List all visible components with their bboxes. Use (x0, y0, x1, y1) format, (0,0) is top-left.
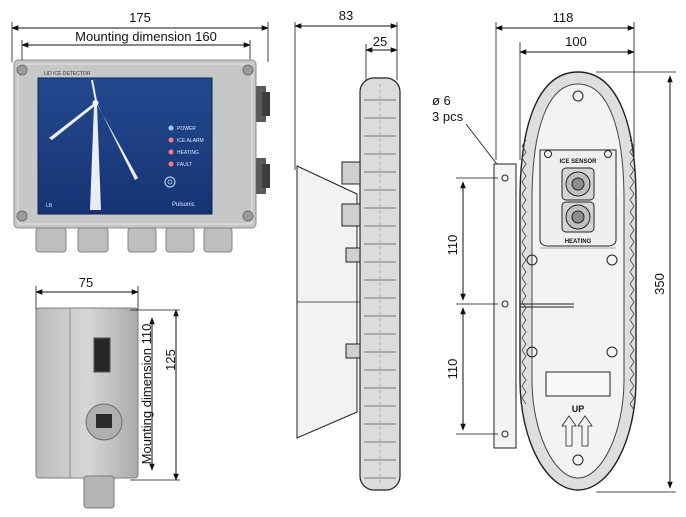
screen-title: LID ICE DETECTOR (44, 71, 91, 77)
screw-icon (604, 150, 612, 158)
led-power (168, 125, 174, 131)
reset-button-icon (164, 176, 176, 188)
dim-depth-label: 75 (79, 275, 93, 290)
controller-side-view: 75 Mounting dimension 110 125 (35, 275, 180, 509)
side-switch (93, 337, 111, 373)
screw-icon (16, 210, 28, 222)
connector-label-heating: HEATING (565, 239, 592, 245)
dim-upper-label: 110 (445, 235, 460, 256)
mounting-hole-icon (501, 300, 509, 308)
dim-mounting-110-label: Mounting dimension 110 (139, 324, 154, 465)
screw-icon (606, 346, 618, 358)
screw-icon (572, 454, 584, 466)
screw-icon (544, 150, 552, 158)
heating-connector-icon (561, 201, 595, 233)
dim-lower-label: 110 (445, 359, 460, 380)
controller-side-housing (35, 307, 139, 479)
screw-icon (16, 64, 28, 76)
side-connectors (256, 86, 270, 194)
dim-height-label: 125 (163, 349, 178, 371)
led-label: POWER (177, 126, 196, 132)
led-fault (168, 161, 174, 167)
mounting-hole-icon (501, 430, 509, 438)
side-connector-icon (341, 203, 361, 227)
led-heating (168, 149, 174, 155)
dim-width-label: 175 (129, 10, 151, 25)
screw-icon (606, 254, 618, 266)
led-label: HEATING (177, 150, 199, 156)
dim-bracket-label: 25 (373, 34, 387, 49)
status-leds: POWER ICE ALARM HEATING FAULT (164, 125, 204, 188)
mounting-bracket (493, 163, 517, 449)
screw-icon (242, 210, 254, 222)
label-plate (545, 371, 611, 397)
hole-note-diameter: ø 6 (432, 93, 451, 108)
ice-sensor-connector-icon (561, 167, 595, 201)
led-label: FAULT (177, 162, 192, 168)
sensor-ribs (364, 99, 396, 479)
display-screen (37, 77, 213, 215)
led-ice-alarm (168, 137, 174, 143)
dim-mounting-label: Mounting dimension 160 (75, 29, 217, 44)
screw-icon (526, 346, 538, 358)
sensor-inner-outline (531, 83, 625, 479)
sensor-side-view: 83 25 (294, 8, 401, 491)
side-connector-icon (341, 161, 361, 185)
up-label: UP (572, 404, 585, 414)
cable-glands (35, 227, 233, 253)
screw-icon (572, 90, 584, 102)
connector-label-ice-sensor: ICE SENSOR (559, 159, 597, 165)
hole-note-count: 3 pcs (432, 109, 464, 124)
screw-icon (242, 64, 254, 76)
sensor-front-view: 118 100 ø 6 3 pcs 110 110 ICE SEN (432, 10, 676, 493)
bottom-gland (83, 475, 115, 509)
screen-brand: Pulsonic (172, 202, 195, 208)
mounting-hole-icon (501, 174, 509, 182)
sensor-serration (521, 139, 635, 411)
dim-sensor-depth-label: 83 (339, 8, 353, 23)
screen-code: LB (46, 203, 53, 209)
wind-turbine-icon (49, 80, 138, 210)
dim-sensor-width-label: 118 (553, 10, 574, 25)
dim-sensor-height-label: 350 (652, 273, 667, 295)
led-label: ICE ALARM (177, 138, 204, 144)
dim-inner-label: 100 (565, 34, 587, 49)
up-arrow-icon (561, 415, 593, 447)
controller-front-view: 175 Mounting dimension 160 LID ICE DETEC… (11, 10, 270, 253)
screw-icon (526, 254, 538, 266)
